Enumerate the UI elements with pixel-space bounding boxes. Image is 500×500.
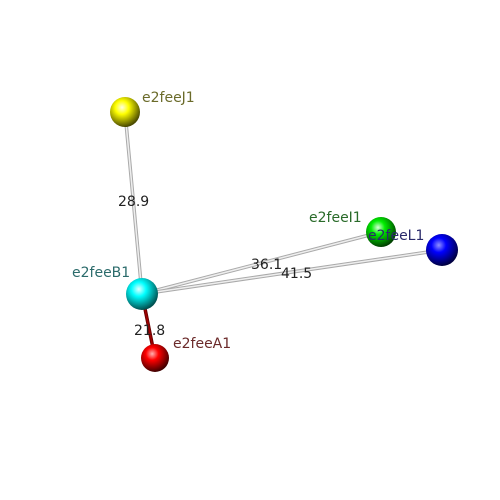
distance-label-b1-i1: 36.1	[251, 257, 282, 273]
distance-lines	[123, 111, 443, 359]
atom-e2feeA1[interactable]	[141, 344, 169, 372]
distance-label-b1-a1: 21.8	[134, 323, 165, 339]
atom-label-e2feeA1: e2feeA1	[173, 336, 231, 352]
atom-labels: e2feeJ1 e2feeB1 e2feeI1 e2feeL1 e2feeA1	[72, 90, 424, 352]
atom-e2feeB1[interactable]	[126, 278, 158, 310]
atom-e2feeI1[interactable]	[366, 217, 396, 247]
distance-line-b1-i1	[141, 230, 382, 296]
atom-label-e2feeL1: e2feeL1	[368, 228, 424, 244]
distance-labels: 28.9 36.1 41.5 21.8	[118, 194, 312, 339]
atom-e2feeL1[interactable]	[426, 234, 458, 266]
distance-label-b1-j1: 28.9	[118, 194, 149, 210]
distance-label-b1-l1: 41.5	[281, 266, 312, 282]
atom-label-e2feeB1: e2feeB1	[72, 265, 130, 281]
atom-label-e2feeI1: e2feeI1	[309, 210, 362, 226]
distance-line-b1-l1	[141, 248, 443, 296]
atom-e2feeJ1[interactable]	[110, 97, 140, 127]
distance-line-b1-j1	[123, 111, 144, 295]
atom-label-e2feeJ1: e2feeJ1	[142, 90, 195, 106]
atoms	[110, 97, 458, 372]
